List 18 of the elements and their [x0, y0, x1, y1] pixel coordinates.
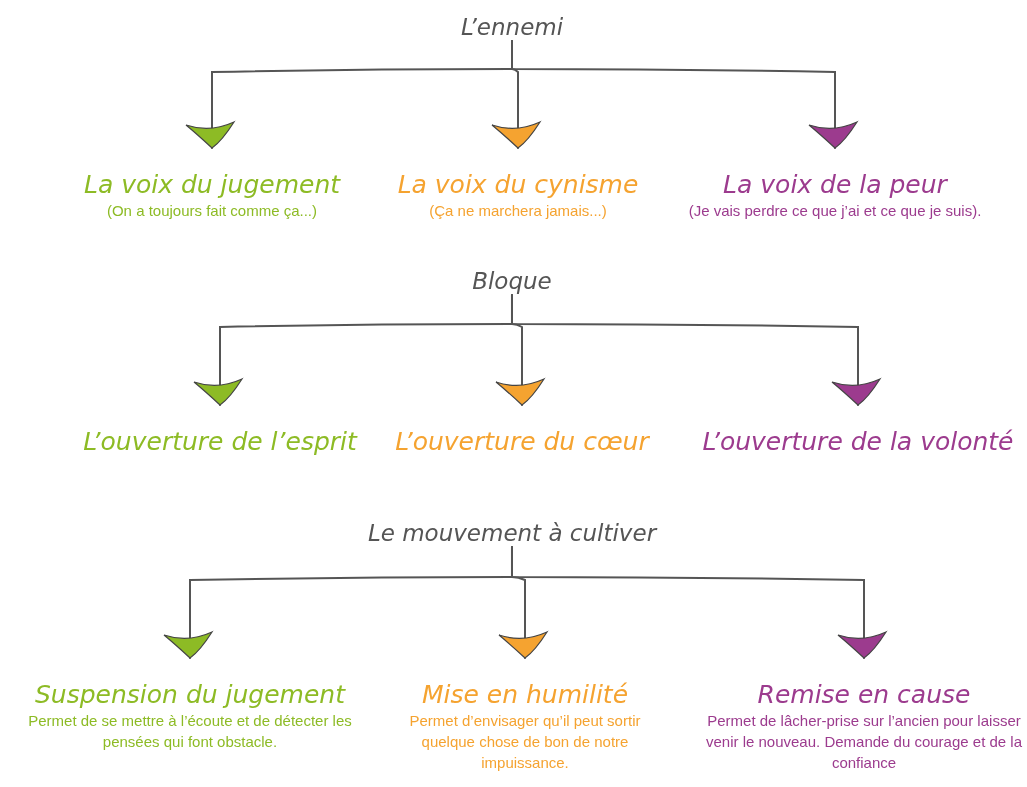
item-description: (Ça ne marchera jamais...) — [428, 201, 608, 221]
section-heading: Bloque — [472, 268, 552, 294]
section-heading: L’ennemi — [460, 14, 564, 40]
item-title: Suspension du jugement — [35, 680, 345, 710]
item-title: Remise en cause — [757, 680, 971, 710]
item-title: L’ouverture du cœur — [395, 427, 649, 457]
item-title: La voix de la peur — [723, 170, 947, 200]
item-title: La voix du cynisme — [397, 170, 639, 200]
item-description: (On a toujours fait comme ça...) — [105, 201, 319, 221]
item-description: Permet de se mettre à l’écoute et de détecter les pensées qui font obstacle. — [27, 711, 353, 752]
item-description: Permet d’envisager qu’il peut sortir quelque chose de bon de notre impuissance. — [408, 711, 642, 773]
item-title: Mise en humilité — [421, 680, 629, 710]
item-title: L’ouverture de l’esprit — [83, 427, 357, 457]
item-title: L’ouverture de la volonté — [702, 427, 1014, 457]
item-description: Permet de lâcher-prise sur l’ancien pour laisser venir le nouveau. Demande du courage et de la confiance — [704, 711, 1024, 773]
item-description: (Je vais perdre ce que j’ai et ce que je suis). — [687, 201, 983, 221]
item-title: La voix du jugement — [83, 170, 341, 200]
section-heading: Le mouvement à cultiver — [367, 520, 657, 546]
